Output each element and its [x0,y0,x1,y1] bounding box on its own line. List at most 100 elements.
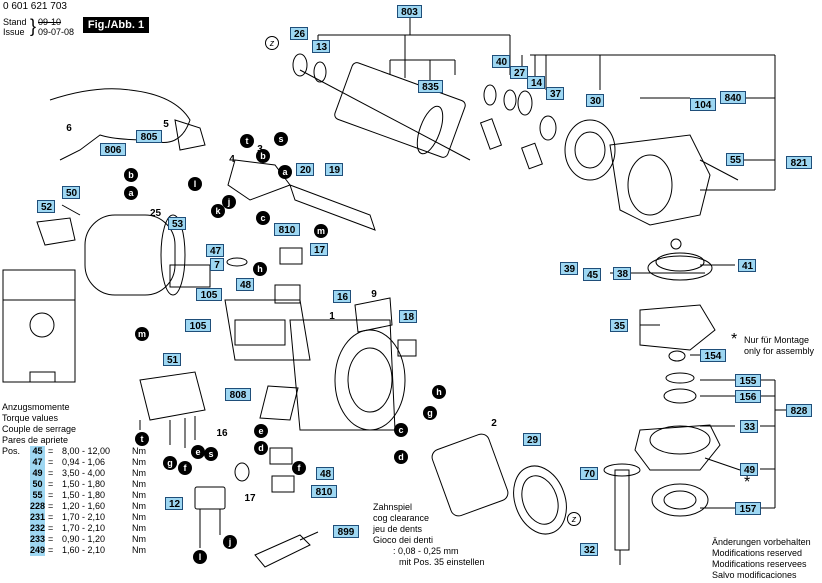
part-label-17-top: 17 [310,243,328,256]
part-label-828: 828 [786,404,812,417]
torque-unit: Nm [132,479,146,489]
marker-s-top: s [274,132,288,146]
part-label-155: 155 [735,374,761,387]
marker-s-bottom: s [204,447,218,461]
part-label-6: 6 [66,123,72,134]
part-label-810-top: 810 [274,223,300,236]
part-label-53: 53 [168,217,186,230]
part-label-18: 18 [399,310,417,323]
part-label-26: 26 [290,27,308,40]
part-label-25: 25 [150,208,162,219]
torque-range: 1,60 - 2,10 [62,545,106,555]
torque-unit: Nm [132,501,146,511]
part-label-805: 805 [136,130,162,143]
part-label-39: 39 [560,262,578,275]
torque-range: 3,50 - 4,00 [62,468,106,478]
torque-pos: 233 [30,534,46,545]
marker-h-top: h [253,262,267,276]
marker-g-coil: g [423,406,437,420]
part-label-50: 50 [62,186,80,199]
part-label-821: 821 [786,156,812,169]
part-label-30: 30 [586,94,604,107]
torque-range: 1,70 - 2,10 [62,512,106,522]
marker-d-brush: d [254,441,268,455]
part-label-49: 49 [740,463,758,476]
torque-pos: 249 [30,545,46,556]
zahnspiel-en: cog clearance [373,513,430,523]
part-label-14: 14 [527,76,545,89]
zahnspiel-instruction: mit Pos. 35 einstellen [399,557,485,567]
part-label-20: 20 [296,163,314,176]
part-label-156: 156 [735,390,761,403]
part-label-48-bottom: 48 [316,467,334,480]
part-label-55: 55 [726,153,744,166]
modifications-fr: Modifications reservees [712,559,807,569]
part-label-29: 29 [523,433,541,446]
part-label-105-b: 105 [185,319,211,332]
stand-label: Stand [3,17,27,27]
asterisk-mark-49: * [744,474,751,491]
marker-g-bottom: g [163,456,177,470]
marker-e-bottom: e [191,445,205,459]
torque-pos: 55 [30,490,45,501]
part-label-70: 70 [580,467,598,480]
part-label-899: 899 [333,525,359,538]
part-label-806: 806 [100,143,126,156]
torque-unit: Nm [132,457,146,467]
marker-j-top: j [222,195,236,209]
part-label-1: 1 [329,311,335,322]
figure-title: Fig./Abb. 1 [83,17,149,33]
torque-range: 1,70 - 2,10 [62,523,106,533]
marker-z-bottom: z [567,512,581,526]
zahnspiel-value: : 0,08 - 0,25 mm [393,546,459,556]
part-label-16-bottom: 16 [216,428,228,439]
torque-range: 0,94 - 1,06 [62,457,106,467]
marker-m-top: m [314,224,328,238]
part-label-810-bottom: 810 [311,485,337,498]
assembly-note-de: Nur für Montage [744,335,810,345]
torque-heading-es: Pares de apriete [2,435,69,445]
zahnspiel-it: Gioco dei denti [373,535,434,545]
assembly-note-en: only for assembly [744,346,815,356]
issue-value: 09-07-08 [38,27,75,37]
marker-t-bottom: t [135,432,149,446]
part-label-154: 154 [700,349,726,362]
part-label-19: 19 [325,163,343,176]
marker-t-top: t [240,134,254,148]
torque-pos: 47 [30,457,45,468]
part-label-803: 803 [397,5,422,18]
part-label-32: 32 [580,543,598,556]
part-label-40: 40 [492,55,510,68]
part-label-104: 104 [690,98,716,111]
modifications-de: Änderungen vorbehalten [712,537,811,547]
marker-k-top: k [211,204,225,218]
torque-range: 1,50 - 1,80 [62,479,106,489]
part-label-835: 835 [418,80,443,93]
part-label-35: 35 [610,319,628,332]
part-label-12: 12 [165,497,183,510]
part-label-7: 7 [210,258,224,271]
part-label-45: 45 [583,268,601,281]
part-label-9: 9 [371,289,377,300]
torque-heading-de: Anzugsmomente [2,402,70,412]
part-label-105-a: 105 [196,288,222,301]
brace-glyph: } [30,16,37,36]
marker-d-coil: d [394,450,408,464]
marker-b-switch: b [256,149,270,163]
part-label-157: 157 [735,502,761,515]
part-label-4: 4 [229,154,235,165]
torque-unit: Nm [132,523,146,533]
modifications-note: Änderungen vorbehalten Modifications res… [712,537,811,581]
part-label-33: 33 [740,420,758,433]
marker-f-brush: f [292,461,306,475]
torque-pos: 231 [30,512,46,523]
marker-b-cable: b [124,168,138,182]
